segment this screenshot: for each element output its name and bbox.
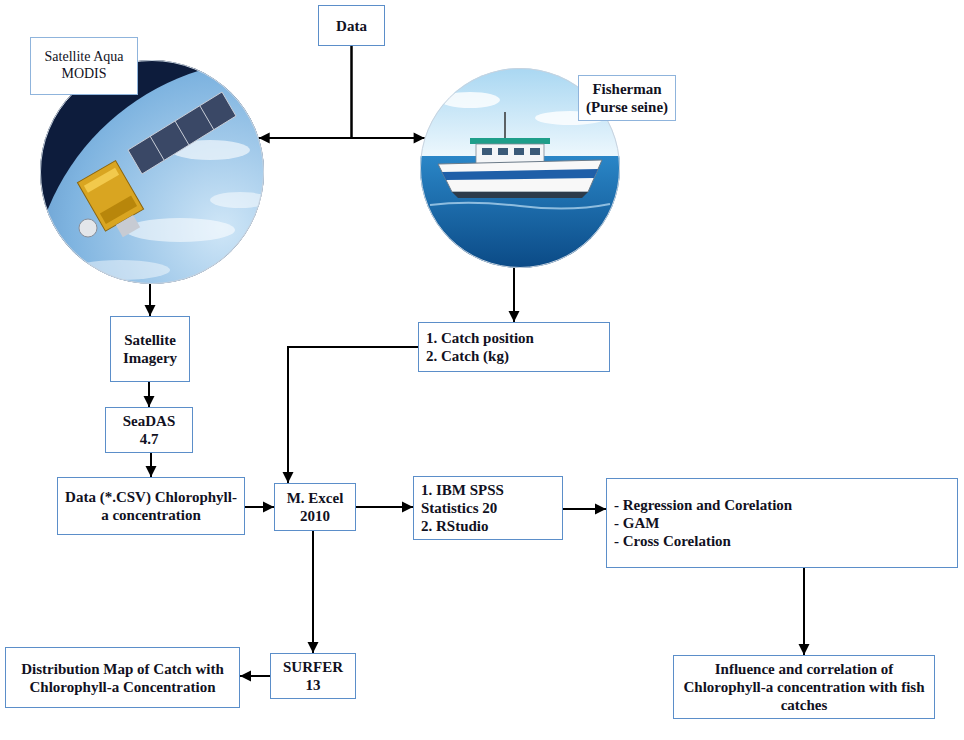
flow-arrow xyxy=(509,268,520,322)
process-box: M. Excel 2010 xyxy=(274,483,356,531)
flow-arrow xyxy=(356,502,413,513)
box-text: - GAM xyxy=(614,514,950,532)
box-text: 2. Catch (kg) xyxy=(426,347,602,365)
flow-arrow xyxy=(146,453,157,477)
arrow-head xyxy=(414,133,425,144)
connector-line xyxy=(312,531,314,653)
arrow-head xyxy=(146,466,157,477)
flow-arrow xyxy=(144,382,155,407)
process-box: 1. IBM SPSS Statistics 202. RStudio xyxy=(413,476,563,540)
arrow-head xyxy=(283,472,294,483)
process-box: SURFER 13 xyxy=(270,653,356,699)
box-text: Data xyxy=(326,17,377,35)
box-text: - Regression and Corelation xyxy=(614,496,950,514)
connector-line xyxy=(259,46,352,138)
box-text: SURFER 13 xyxy=(278,658,348,694)
flow-arrow xyxy=(240,671,270,682)
box-text: M. Excel 2010 xyxy=(282,489,348,525)
process-box: Data (*.CSV) Chlorophyll-a concentration xyxy=(57,477,245,535)
flow-arrow xyxy=(352,46,425,144)
box-text: 1. IBM SPSS Statistics 20 xyxy=(421,481,555,517)
connector-line xyxy=(288,347,418,483)
flow-arrow xyxy=(308,531,319,653)
box-text: Distribution Map of Catch with Chlorophy… xyxy=(13,660,232,696)
arrow-head xyxy=(509,311,520,322)
process-box: 1. Catch position2. Catch (kg) xyxy=(418,322,610,372)
arrow-head xyxy=(595,504,606,515)
box-text: Fisherman (Purse seine) xyxy=(585,80,669,116)
process-box: Data xyxy=(318,5,385,46)
arrow-head xyxy=(144,396,155,407)
box-text: Satellite Imagery xyxy=(118,331,182,367)
box-text: SeaDAS 4.7 xyxy=(113,412,185,448)
process-box: Distribution Map of Catch with Chlorophy… xyxy=(5,647,240,708)
flow-arrow xyxy=(283,347,419,483)
arrow-head xyxy=(799,644,810,655)
arrow-head xyxy=(263,502,274,513)
connector-line xyxy=(352,46,425,138)
box-text: - Cross Corelation xyxy=(614,532,950,550)
process-box: Influence and correlation of Chlorophyll… xyxy=(673,655,935,719)
arrow-head xyxy=(145,305,156,316)
connector-line xyxy=(803,568,805,655)
image-circle: Satellite Aqua MODIS xyxy=(40,60,264,284)
arrow-head xyxy=(308,642,319,653)
flow-arrow xyxy=(259,46,352,144)
image-label-box: Satellite Aqua MODIS xyxy=(30,37,138,95)
box-text: Influence and correlation of Chlorophyll… xyxy=(681,660,927,714)
flow-arrow xyxy=(145,284,156,316)
process-box: - Regression and Corelation- GAM- Cross … xyxy=(606,478,958,568)
flow-arrow xyxy=(245,502,274,513)
image-label-box: Fisherman (Purse seine) xyxy=(578,75,676,121)
box-text: 2. RStudio xyxy=(421,517,555,535)
flow-arrow xyxy=(563,504,606,515)
arrow-head xyxy=(402,502,413,513)
arrow-head xyxy=(240,671,251,682)
image-circle: Fisherman (Purse seine) xyxy=(420,68,620,268)
box-text: 1. Catch position xyxy=(426,329,602,347)
box-text: Satellite Aqua MODIS xyxy=(37,49,131,83)
process-box: Satellite Imagery xyxy=(110,316,190,382)
process-box: SeaDAS 4.7 xyxy=(105,407,193,453)
arrow-head xyxy=(259,133,270,144)
box-text: Data (*.CSV) Chlorophyll-a concentration xyxy=(65,488,237,524)
flow-arrow xyxy=(799,568,810,655)
